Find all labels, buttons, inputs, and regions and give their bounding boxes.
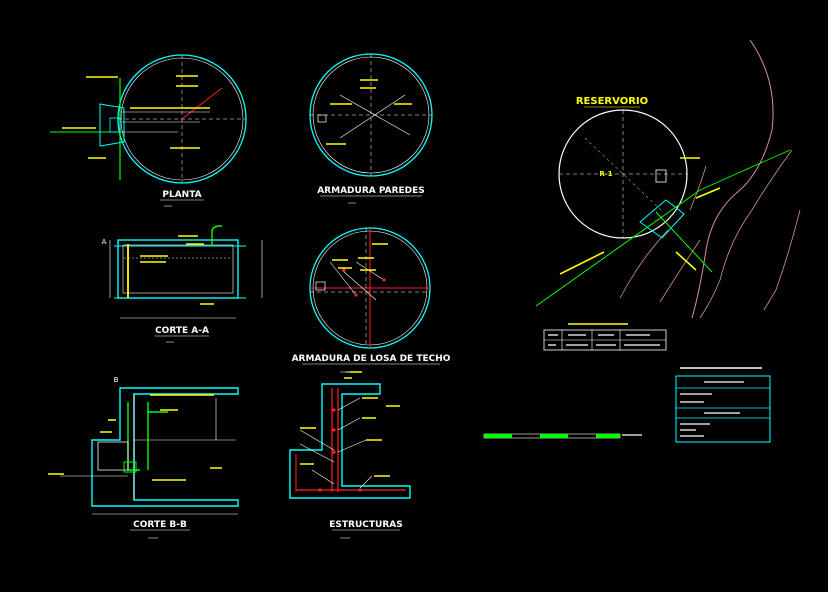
coordinate-table <box>543 323 667 351</box>
paredes-box <box>317 114 327 123</box>
losa-title: ARMADURA DE LOSA DE TECHO <box>292 354 451 364</box>
title-block-border <box>675 375 771 443</box>
title-block <box>675 367 771 443</box>
armadura-losa-view: ARMADURA DE LOSA DE TECHO <box>292 227 451 365</box>
corte-bb-annotations <box>48 394 222 481</box>
estructuras-pt-3 <box>332 450 336 454</box>
scale-notes <box>148 202 356 539</box>
contour-line-2 <box>699 149 793 319</box>
reservorio-hatch-box <box>655 169 667 183</box>
losa-leader-lines <box>329 261 385 301</box>
estructuras-pt-2 <box>332 428 336 432</box>
reservorio-pipe-1 <box>535 189 701 307</box>
reservorio-r1-label: R-1 <box>599 170 612 178</box>
corte-bb-outline <box>91 387 239 507</box>
planta-annotations <box>62 75 210 159</box>
estructuras-view: ESTRUCTURAS <box>289 371 411 531</box>
planta-view: PLANTA <box>50 54 247 201</box>
reservorio-title: RESERVORIO <box>576 96 648 107</box>
paredes-title: ARMADURA PAREDES <box>317 186 425 196</box>
reservorio-valve-box <box>639 199 685 239</box>
corte-aa-title: CORTE A-A <box>155 326 209 336</box>
estructuras-leaders <box>299 397 373 489</box>
corte-bb-marker: B <box>114 376 119 384</box>
corte-bb-chamber <box>97 441 129 471</box>
contour-line-6 <box>689 165 707 211</box>
planta-radius-line <box>181 87 223 120</box>
corte-aa-view: A CORTE A-A <box>102 225 263 337</box>
corte-aa-vent <box>211 225 222 246</box>
planta-pipes <box>122 111 210 133</box>
contour-line-4 <box>619 229 669 299</box>
contour-line-5 <box>659 239 701 303</box>
scale-bar-seg-1 <box>484 434 512 438</box>
reservorio-view: RESERVORIO R-1 <box>535 39 801 319</box>
corte-aa-marker: A <box>102 238 107 246</box>
reservorio-pipe-3 <box>699 149 791 191</box>
armadura-paredes-view: ARMADURA PAREDES <box>309 53 433 197</box>
losa-point-2 <box>342 268 346 272</box>
estructuras-pt-5 <box>358 488 362 492</box>
planta-valve-box <box>99 103 125 147</box>
corte-aa-inner <box>122 244 234 294</box>
losa-point-3 <box>382 278 386 282</box>
table-cell-text <box>548 334 660 346</box>
losa-annotations <box>332 243 388 271</box>
corte-bb-view: B CORTE B-B <box>48 376 239 531</box>
scale-bar-seg-2 <box>540 434 568 438</box>
scale-bar <box>483 433 642 439</box>
reservorio-pipe-2 <box>655 211 713 273</box>
scale-bar-seg-3 <box>596 434 620 438</box>
contour-line-3 <box>763 209 801 311</box>
planta-chamber <box>109 117 121 133</box>
estructuras-annotations <box>300 371 400 477</box>
planta-title: PLANTA <box>162 190 201 200</box>
corte-bb-title: CORTE B-B <box>133 520 187 530</box>
losa-point-1 <box>354 293 358 297</box>
estructuras-outline <box>289 383 411 499</box>
reservorio-annotations <box>559 157 721 275</box>
paredes-annotations <box>326 79 412 145</box>
corte-aa-annotations <box>140 235 214 305</box>
estructuras-pt-4 <box>318 488 322 492</box>
scale-note-marks <box>148 202 356 539</box>
corte-bb-valve <box>123 461 137 473</box>
estructuras-title: ESTRUCTURAS <box>329 520 402 530</box>
contour-line-1 <box>691 39 774 319</box>
paredes-diag-2 <box>339 94 406 139</box>
title-block-text <box>680 381 744 437</box>
losa-box <box>315 281 326 291</box>
estructuras-pt-1 <box>332 408 336 412</box>
